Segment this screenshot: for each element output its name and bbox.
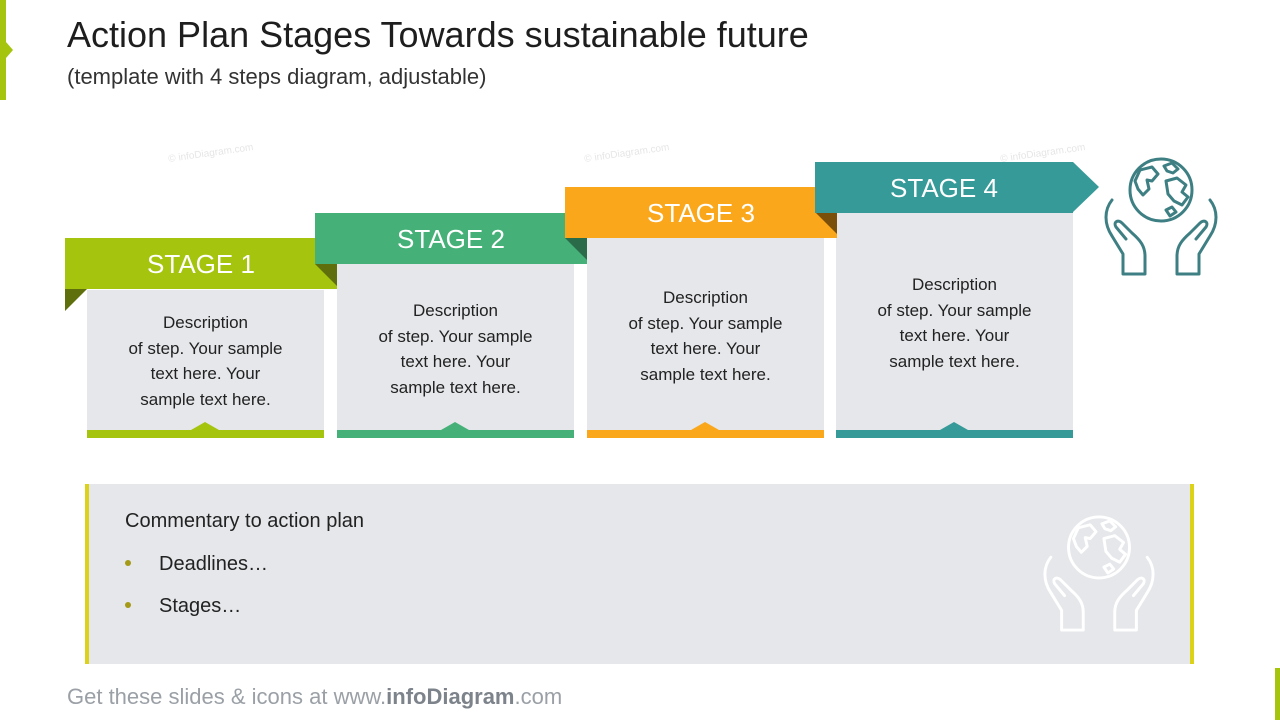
right-accent-bar [1275,668,1280,720]
footer-prefix: Get these slides & icons at www. [67,684,387,709]
bullet-dot [125,601,131,608]
watermark: © infoDiagram.com [583,142,671,165]
stage-1-pointer [191,422,219,430]
bullet-dot [125,559,131,566]
footer-text: Get these slides & icons at www.infoDiag… [67,684,562,710]
stage-1-bar [87,430,324,438]
stage-1-label: STAGE 1 [147,249,255,279]
stage-2-fold-right [565,238,587,260]
commentary-box: Commentary to action plan Deadlines… Sta… [85,484,1194,664]
stage-2-bar [337,430,574,438]
stage-3-fold-right [815,212,837,234]
stage-2-label: STAGE 2 [397,224,505,254]
page-title: Action Plan Stages Towards sustainable f… [67,14,809,55]
stage-3-banner: STAGE 3 [565,187,837,238]
commentary-bullet: Stages… [125,595,241,618]
page-subtitle: (template with 4 steps diagram, adjustab… [67,64,487,89]
stage-3-bar [587,430,824,438]
left-accent-bar [0,0,6,100]
stage-4-bar [836,430,1073,438]
stage-4-arrow-tip [1073,162,1099,212]
stage-1-fold-left [65,289,87,311]
bullet-text: Deadlines… [159,553,268,575]
footer-suffix: .com [514,684,563,709]
globe-in-hands-icon [1104,157,1218,276]
globe-in-hands-icon [1043,515,1155,632]
bullet-text: Stages… [159,595,242,617]
stage-2-pointer [441,422,469,430]
stage-3-pointer [691,422,719,430]
footer-brand: infoDiagram [386,684,515,709]
stage-2-banner: STAGE 2 [315,213,587,264]
commentary-title: Commentary to action plan [125,510,365,532]
stage-3-label: STAGE 3 [647,198,755,228]
stage-4-banner: STAGE 4 [815,162,1073,213]
stage-1-fold-right [315,264,337,286]
stage-4-pointer [940,422,968,430]
watermark: © infoDiagram.com [167,142,255,165]
commentary-bullet: Deadlines… [125,553,268,576]
stage-1-banner: STAGE 1 [65,238,337,289]
left-accent-arrow [6,42,13,58]
stage-4-label: STAGE 4 [890,173,998,203]
